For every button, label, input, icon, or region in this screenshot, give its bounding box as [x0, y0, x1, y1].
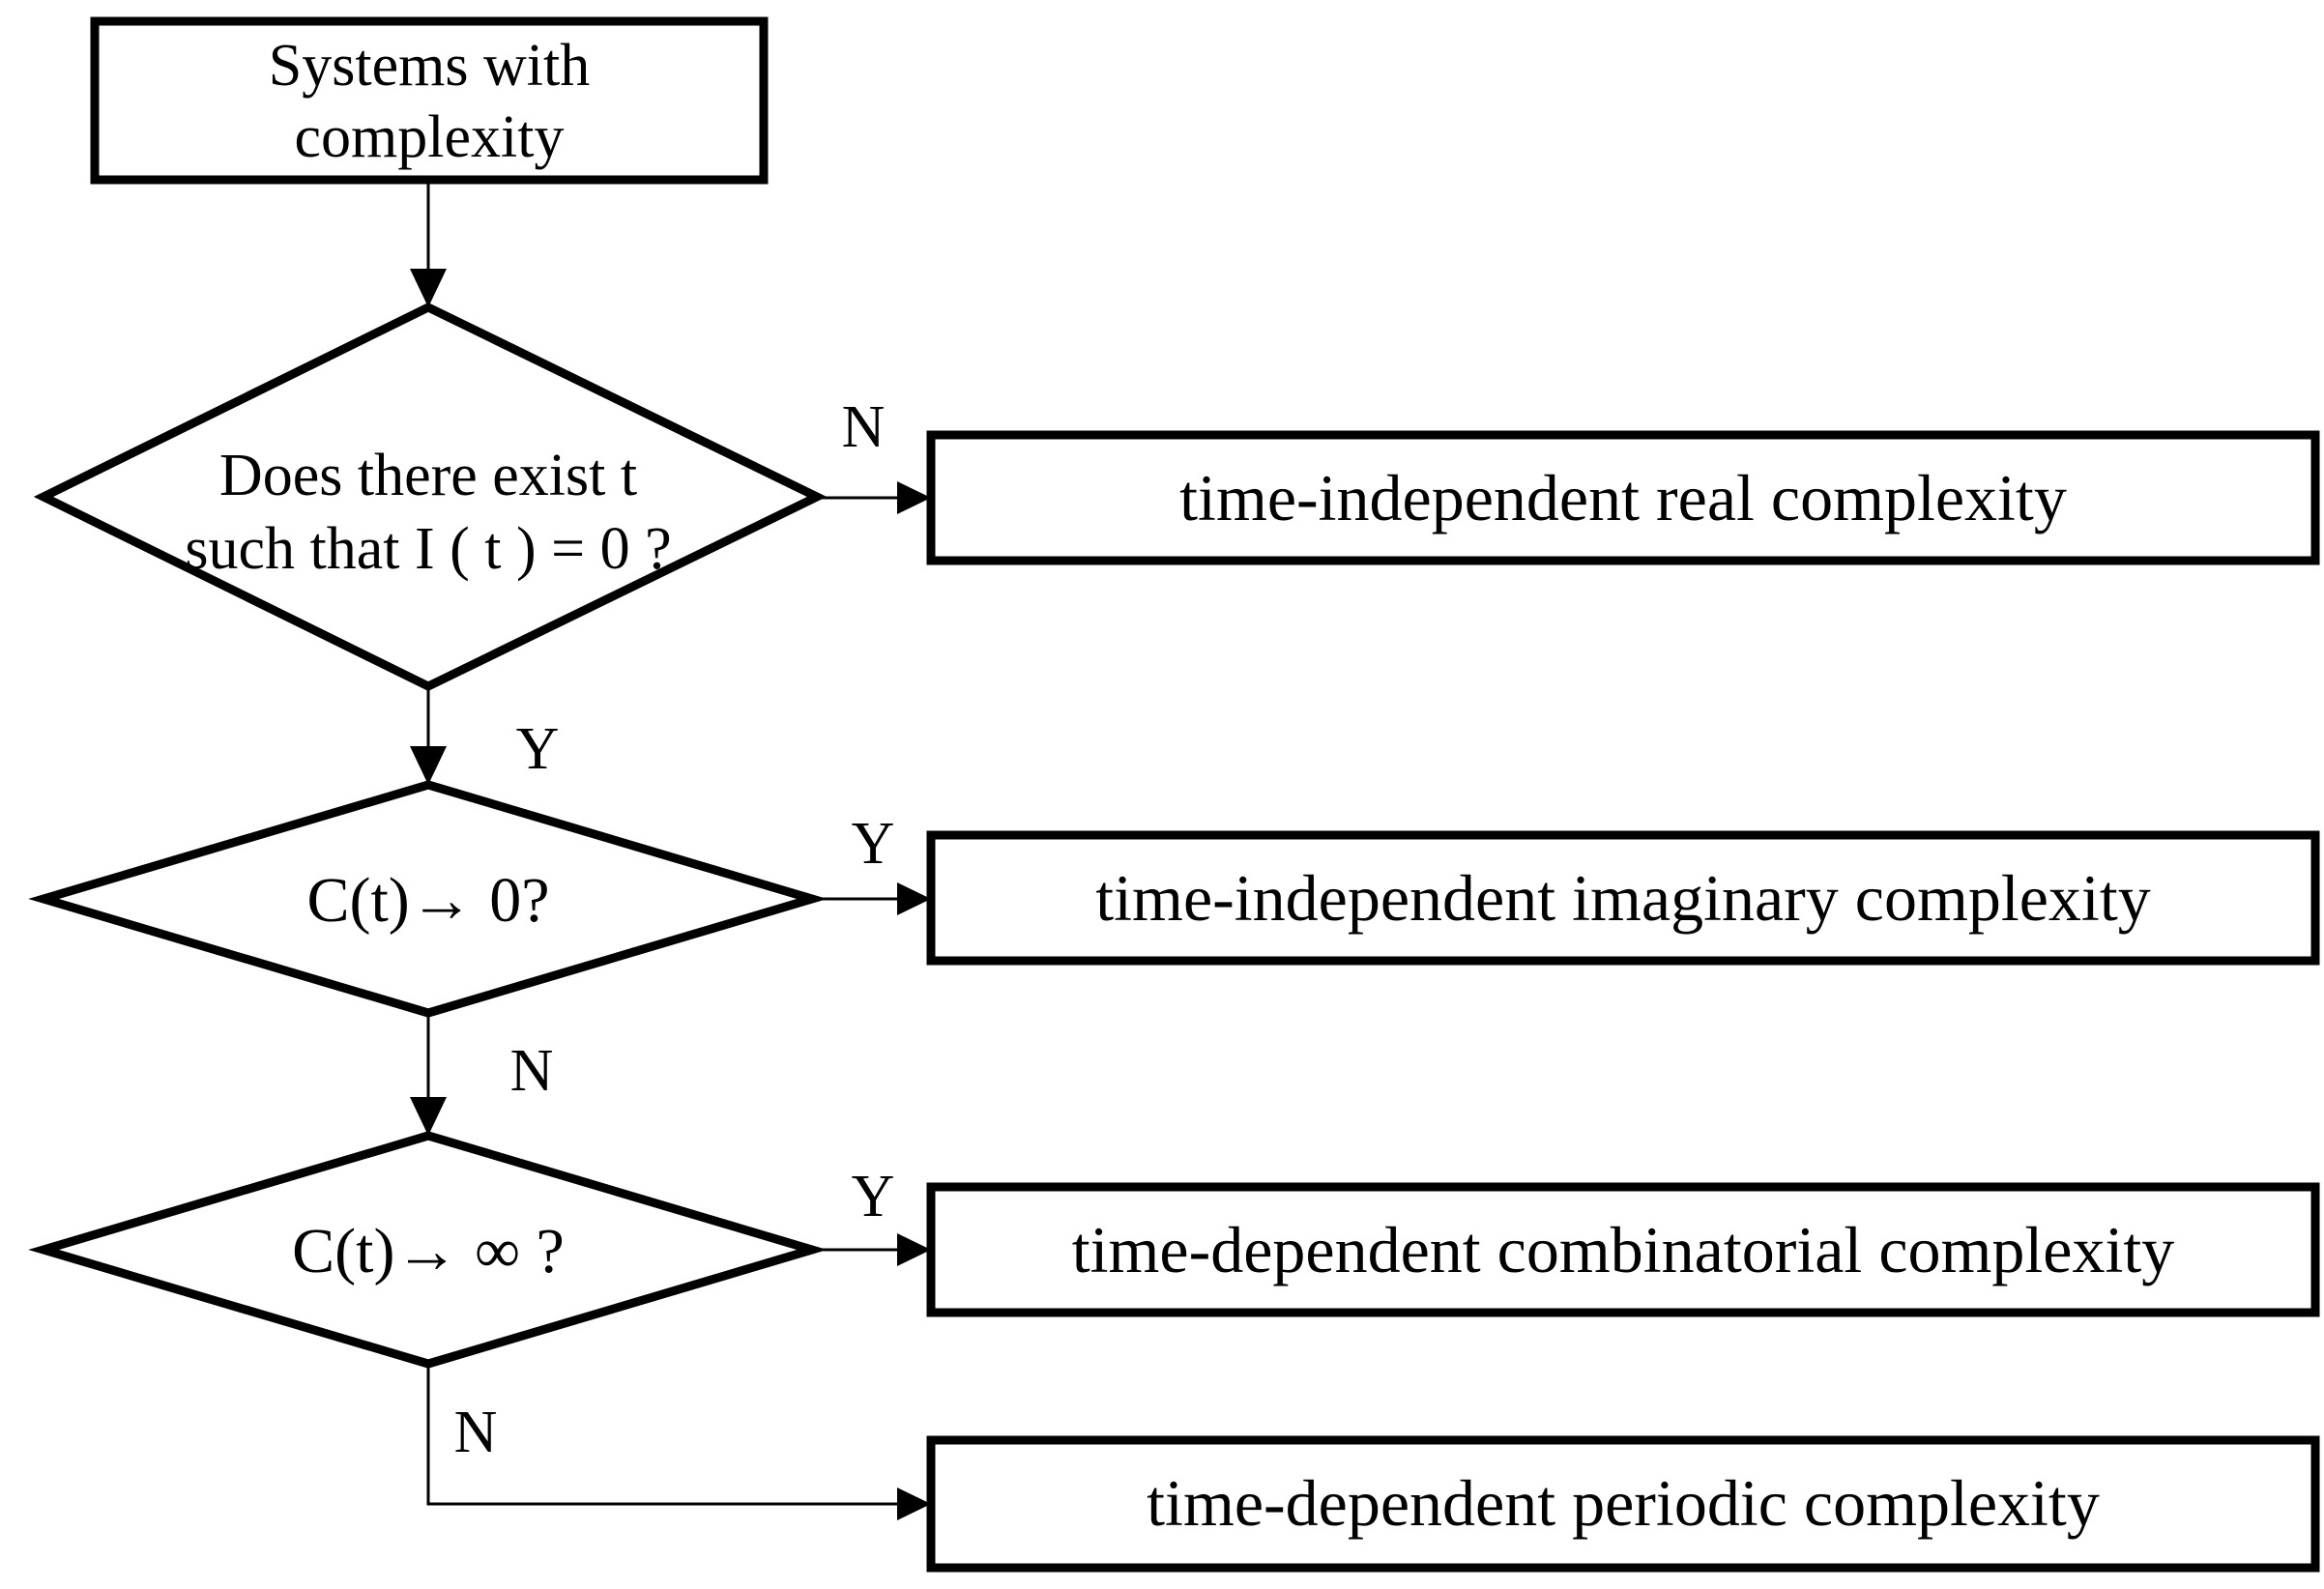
decision1-diamond [33, 302, 828, 692]
edge-label-no: N [842, 394, 886, 460]
start-node-line2: complexity [295, 104, 565, 170]
arrowhead-down-icon [410, 269, 447, 307]
arrowhead-right-icon [897, 481, 931, 514]
outcome3-box [926, 1182, 2320, 1317]
outcome2-box [926, 830, 2320, 966]
outcome3-label: time-dependent combinatorial complexity [1072, 1213, 2175, 1286]
start-node-line1: Systems with [269, 33, 590, 99]
edge-label-yes: Y [852, 1164, 895, 1229]
outcome1-label: time-independent real complexity [1179, 461, 2067, 534]
edge-decision2-yes: Y [812, 811, 931, 915]
outcome1-box [926, 430, 2320, 565]
start-node-box [90, 16, 769, 185]
start-node: Systems with complexity [90, 16, 769, 185]
edge-start-to-decision1 [410, 180, 447, 307]
arrowhead-down-icon [410, 1097, 447, 1136]
decision1-line2: such that I ( t ) = 0 ? [185, 516, 671, 582]
outcome4-node: time-dependent periodic complexity [926, 1435, 2320, 1573]
outcome3-node: time-dependent combinatorial complexity [926, 1182, 2320, 1317]
outcome2-node: time-independent imaginary complexity [926, 830, 2320, 966]
outcome1-node: time-independent real complexity [926, 430, 2320, 565]
edge-decision3-yes: Y [812, 1164, 931, 1266]
edge-decision2-no: N [410, 1013, 553, 1136]
outcome4-label: time-dependent periodic complexity [1147, 1466, 2100, 1540]
decision1-line1: Does there exist t [219, 443, 637, 508]
outcome4-box [926, 1435, 2320, 1573]
decision1-node: Does there exist t such that I ( t ) = 0… [33, 302, 828, 692]
arrowhead-right-icon [897, 1488, 931, 1520]
decision2-label: C(t)→ 0? [306, 865, 549, 936]
decision3-label: C(t)→ ∞ ? [292, 1216, 565, 1286]
edge-label-yes: Y [516, 716, 560, 782]
edge-label-yes: Y [852, 811, 895, 877]
decision2-diamond [28, 780, 828, 1018]
edge-label-no: N [510, 1038, 554, 1104]
edge-decision3-no: N [426, 1364, 931, 1520]
arrowhead-right-icon [897, 882, 931, 915]
arrowhead-down-icon [410, 746, 447, 785]
edge-line [426, 1364, 899, 1506]
arrowhead-right-icon [897, 1233, 931, 1266]
decision2-node: C(t)→ 0? [28, 780, 828, 1018]
outcome2-label: time-independent imaginary complexity [1095, 861, 2150, 935]
edge-label-no: N [454, 1400, 498, 1465]
edge-decision1-yes: Y [410, 686, 559, 785]
edge-decision1-no: N [817, 394, 931, 514]
decision3-diamond [28, 1131, 828, 1369]
decision3-node: C(t)→ ∞ ? [28, 1131, 828, 1369]
